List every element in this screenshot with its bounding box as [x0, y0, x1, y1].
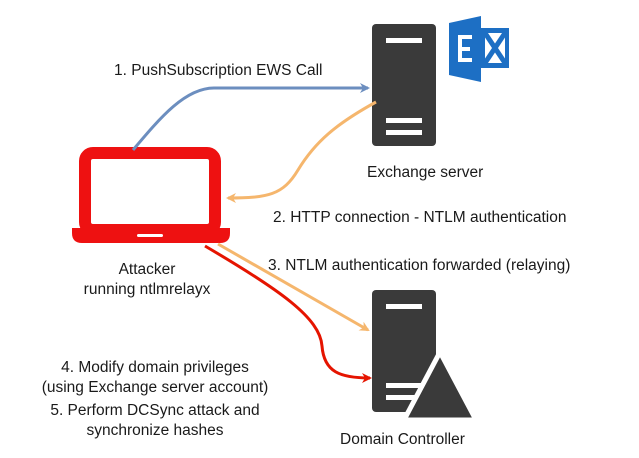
- exchange-server-label: Exchange server: [367, 164, 484, 181]
- arrow-step3: [217, 242, 370, 332]
- domain-controller-label: Domain Controller: [340, 431, 465, 448]
- step5-label-line2: synchronize hashes: [86, 422, 224, 439]
- arrow-step4-5: [204, 244, 372, 383]
- attacker-laptop-icon: [72, 147, 230, 243]
- step5-label-line1: 5. Perform DCSync attack and: [50, 402, 260, 419]
- exchange-logo-icon: [449, 16, 509, 82]
- step2-label: 2. HTTP connection - NTLM authentication: [273, 209, 567, 226]
- step1-label: 1. PushSubscription EWS Call: [114, 62, 323, 79]
- step4-label-line1: 4. Modify domain privileges: [61, 359, 249, 376]
- step4-label-line2: (using Exchange server account): [41, 379, 269, 396]
- attacker-label-line1: Attacker: [118, 261, 176, 278]
- step3-label: 3. NTLM authentication forwarded (relayi…: [268, 257, 571, 274]
- exchange-server-icon: [372, 24, 436, 146]
- arrow-step1: [131, 83, 370, 151]
- arrow-step2: [226, 100, 377, 203]
- domain-controller-server-icon: [372, 290, 436, 412]
- warning-triangle-icon: [401, 349, 479, 423]
- attacker-label-line2: running ntlmrelayx: [83, 281, 211, 298]
